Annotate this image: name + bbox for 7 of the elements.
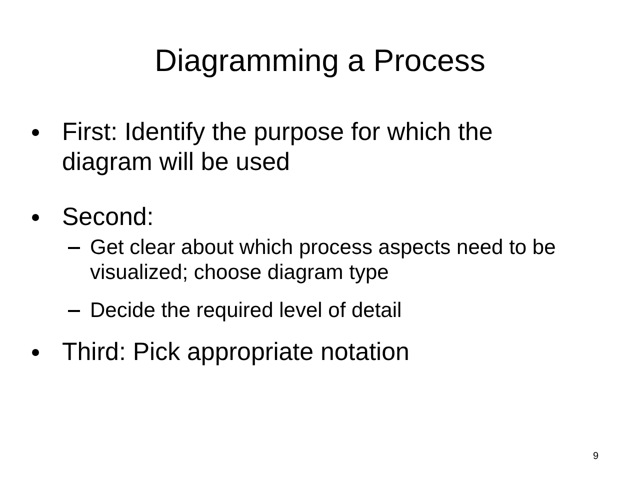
- bullet-text: Second:: [62, 202, 155, 232]
- bullet-text: First: Identify the purpose for which the diagram will be used: [62, 117, 494, 177]
- sub-bullet-text: Decide the required level of detail: [90, 298, 403, 324]
- sub-bullet-text: Get clear about which process aspects need to be visualized; choose diagram type: [90, 235, 557, 286]
- slide-title: Diagramming a Process: [154, 42, 486, 80]
- bullet-text: Third: Pick appropriate notation: [62, 337, 410, 367]
- page-number: 9: [593, 451, 599, 463]
